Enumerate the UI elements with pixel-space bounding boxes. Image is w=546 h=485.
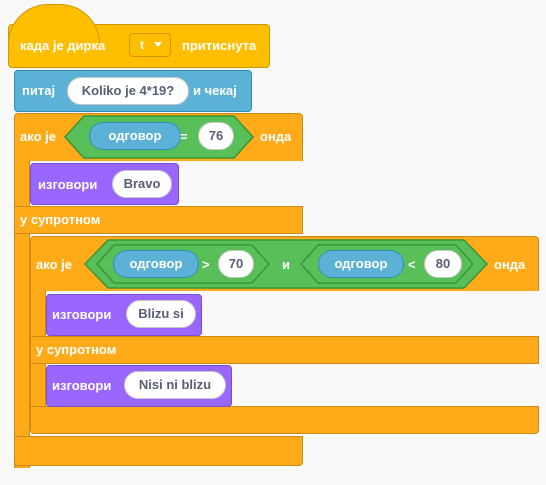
question-input[interactable]: Koliko je 4*19? bbox=[67, 77, 189, 105]
ask-label-suffix: и чекај bbox=[193, 83, 237, 98]
event-label-prefix: када је дирка bbox=[20, 38, 106, 53]
greater-than-sign: > bbox=[202, 257, 210, 272]
event-label-suffix: притиснута bbox=[182, 38, 257, 53]
equals-sign: = bbox=[180, 129, 188, 144]
compare-value-80[interactable]: 80 bbox=[424, 250, 462, 278]
answer-reporter-2[interactable]: одговор bbox=[113, 250, 199, 278]
say-bravo-label: изговори bbox=[38, 177, 98, 192]
if2-then-label: онда bbox=[494, 257, 526, 272]
ask-label-prefix: питај bbox=[22, 83, 56, 98]
else2-label: у супротном bbox=[36, 342, 117, 357]
answer-reporter-1[interactable]: одговор bbox=[89, 122, 181, 150]
say-far-label: изговори bbox=[52, 378, 112, 393]
if2-label: ако је bbox=[36, 257, 72, 272]
if-else-outer-bottom bbox=[14, 436, 303, 466]
if1-label: ако је bbox=[20, 129, 56, 144]
say-bravo-text[interactable]: Bravo bbox=[112, 170, 172, 198]
chevron-down-icon bbox=[154, 42, 162, 47]
key-dropdown[interactable]: t bbox=[129, 33, 171, 57]
if1-then-label: онда bbox=[260, 129, 292, 144]
if-else-inner-else-bar[interactable] bbox=[30, 336, 539, 364]
compare-value-70[interactable]: 70 bbox=[218, 250, 254, 278]
say-close-label: изговори bbox=[52, 307, 112, 322]
key-value: t bbox=[140, 38, 144, 52]
and-label: и bbox=[282, 257, 290, 272]
less-than-sign: < bbox=[408, 257, 416, 272]
if-else-outer-else-bar[interactable] bbox=[14, 206, 303, 234]
compare-value-76[interactable]: 76 bbox=[198, 122, 234, 150]
if-else-inner-bottom bbox=[30, 406, 539, 434]
answer-reporter-3[interactable]: одговор bbox=[318, 250, 404, 278]
else1-label: у супротном bbox=[20, 212, 101, 227]
say-far-text[interactable]: Nisi ni blizu bbox=[124, 371, 226, 399]
say-close-text[interactable]: Blizu si bbox=[126, 300, 196, 328]
if-else-outer-arm bbox=[14, 160, 30, 468]
